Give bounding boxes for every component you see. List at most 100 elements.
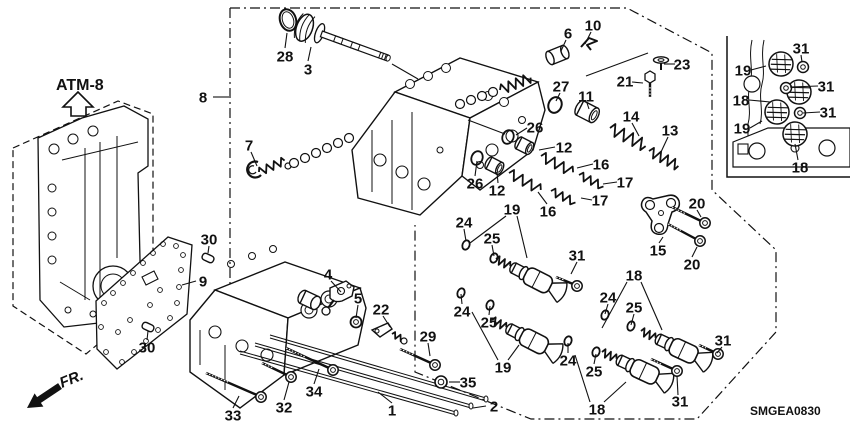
part-label-24: 24 [560,353,577,370]
part-label-19: 19 [734,121,751,138]
leader-line [586,102,590,110]
part-label-31: 31 [820,105,837,122]
leader-line [355,304,359,319]
part-label-5: 5 [354,291,362,308]
leader-line [604,303,609,315]
leader-line [313,368,320,385]
part-label-6: 6 [564,26,572,43]
bolt-33 [205,371,267,403]
leader-line [560,39,567,52]
part-label-11: 11 [578,89,594,106]
part-label-22: 22 [373,302,390,319]
atm-ref-label: ATM-8 [56,77,104,94]
leader-line [471,311,499,361]
part-label-18: 18 [589,402,606,419]
part-label-16: 16 [593,157,610,174]
spring-16-upper [540,152,574,175]
solenoid-19-lower [486,309,567,366]
leader-line [584,31,592,45]
diagram-code: SMGEA0830 [750,404,821,418]
spring-7 [258,156,286,175]
bolt-31 [555,275,583,292]
leader-line [631,81,644,84]
leader-line [391,63,419,80]
part-label-13: 13 [662,123,679,140]
spring-14 [609,123,647,152]
part-label-24: 24 [600,290,617,307]
valve-6 [545,44,570,66]
leader-line [537,191,548,205]
clip-7 [246,160,262,179]
o-ring-28 [278,8,298,32]
part-label-15: 15 [650,243,667,260]
leader-line [538,146,556,151]
leader-line [794,143,799,161]
part-label-24: 24 [456,215,473,232]
part-label-23: 23 [674,57,691,74]
leader-line [491,244,495,257]
part-label-17: 17 [617,175,634,192]
part-label-26: 26 [527,120,544,137]
leader-line [283,381,290,401]
bolt-29 [399,347,441,371]
part-label-9: 9 [199,274,207,291]
part-label-1: 1 [388,403,396,420]
part-label-31: 31 [672,394,689,411]
valve-roller-chain-left [284,132,355,170]
part-label-24: 24 [454,304,471,321]
dowel-pin [141,321,155,333]
atm-reference: ATM-8 [56,77,104,117]
part-label-34: 34 [306,384,323,401]
accumulator-piston [293,13,391,62]
separator-plate [95,236,193,370]
leader-line [800,54,803,63]
leader-line [496,171,499,184]
valve-roller-chain-right [454,86,499,110]
o-ring-27 [547,96,563,114]
spring-17-upper [578,171,604,190]
part-label-29: 29 [420,329,437,346]
part-label-12: 12 [489,183,506,200]
servo-body-upper [351,57,546,216]
part-label-25: 25 [626,300,643,317]
part-label-28: 28 [277,49,294,66]
leader-line [603,381,627,403]
leader-line [467,119,506,135]
leader-line [515,127,528,136]
part-label-8: 8 [199,90,207,107]
front-direction: FR. [27,367,86,408]
spring-17-lower [550,187,576,206]
leader-line [516,215,528,259]
leader-line [460,293,463,305]
fr-label: FR. [57,367,86,392]
part-label-19: 19 [495,360,512,377]
sleeve-11 [574,99,601,124]
part-label-3: 3 [304,62,312,79]
leader-line [574,354,591,403]
part-label-31: 31 [818,79,835,96]
part-label-31: 31 [569,248,586,265]
leader-line [474,160,478,177]
part-label-18: 18 [626,268,643,285]
part-label-31: 31 [715,333,732,350]
o-ring-24 [460,238,472,252]
part-label-4: 4 [324,267,333,284]
leader-line [696,209,702,218]
plate-holes [98,241,186,365]
section-boundary [229,7,777,420]
leader-line [146,330,149,341]
part-label-20: 20 [689,196,706,213]
part-label-26: 26 [467,176,484,193]
bolt-20-lower [667,222,706,247]
leader-line [802,111,821,114]
leader-line [660,136,669,153]
inset-detail-box [726,36,850,178]
joint-cylinder-4 [297,289,322,311]
bolt-34 [285,346,339,376]
spring-chain-right [499,74,532,93]
part-label-25: 25 [586,364,603,381]
leader-line [749,120,763,129]
leader-line [181,280,197,286]
part-label-20: 20 [684,257,701,274]
leader-line [631,122,640,137]
